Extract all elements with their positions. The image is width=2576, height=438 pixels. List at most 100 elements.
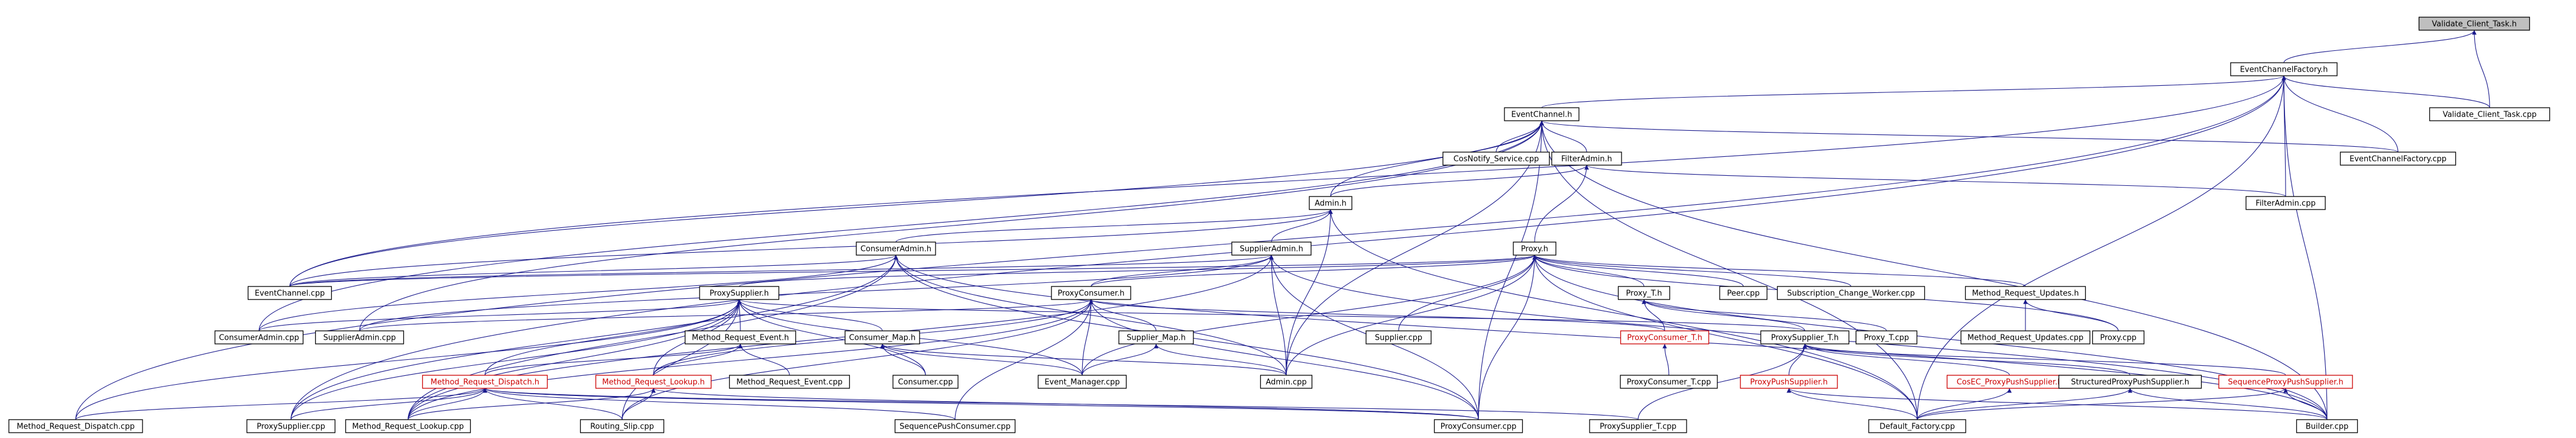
graph-node-mrd-cpp[interactable]: Method_Request_Dispatch.cpp bbox=[8, 419, 143, 433]
node-box[interactable] bbox=[1617, 286, 1671, 300]
node-box[interactable] bbox=[1504, 107, 1580, 121]
node-box[interactable] bbox=[1868, 419, 1966, 433]
graph-node-proxysupplier-t-cpp[interactable]: ProxySupplier_T.cpp bbox=[1589, 419, 1687, 433]
node-box[interactable] bbox=[2429, 107, 2551, 121]
graph-node-consumer-cpp[interactable]: Consumer.cpp bbox=[892, 375, 959, 389]
graph-node-consumermap-h[interactable]: Consumer_Map.h bbox=[844, 330, 920, 344]
node-box[interactable] bbox=[2092, 330, 2145, 344]
node-box[interactable] bbox=[2296, 419, 2358, 433]
graph-node-supplier-cpp[interactable]: Supplier.cpp bbox=[1365, 330, 1432, 344]
node-box[interactable] bbox=[1260, 375, 1313, 389]
node-box[interactable] bbox=[1442, 152, 1550, 166]
node-box[interactable] bbox=[1051, 286, 1131, 300]
node-box[interactable] bbox=[684, 330, 797, 344]
graph-node-proxy-h[interactable]: Proxy.h bbox=[1513, 241, 1556, 256]
node-box[interactable] bbox=[1719, 286, 1768, 300]
node-box[interactable] bbox=[345, 419, 471, 433]
node-box[interactable] bbox=[1855, 330, 1918, 344]
node-box[interactable] bbox=[1620, 330, 1710, 344]
node-box[interactable] bbox=[595, 375, 712, 389]
graph-node-mrd-h[interactable]: Method_Request_Dispatch.h bbox=[422, 375, 548, 389]
graph-node-filteradmin-cpp[interactable]: FilterAdmin.cpp bbox=[2245, 196, 2326, 210]
graph-node-proxysupplier-cpp[interactable]: ProxySupplier.cpp bbox=[246, 419, 336, 433]
graph-node-sequence-h[interactable]: SequenceProxyPushSupplier.h bbox=[2218, 375, 2353, 389]
graph-node-mru-h[interactable]: Method_Request_Updates.h bbox=[1965, 286, 2086, 300]
graph-node-peer-cpp[interactable]: Peer.cpp bbox=[1719, 286, 1768, 300]
graph-node-ecf-cpp[interactable]: EventChannelFactory.cpp bbox=[2339, 152, 2457, 166]
node-box[interactable] bbox=[2218, 375, 2353, 389]
graph-node-ecf-h[interactable]: EventChannelFactory.h bbox=[2230, 62, 2338, 76]
graph-node-eventchannel-cpp[interactable]: EventChannel.cpp bbox=[247, 286, 332, 300]
node-box[interactable] bbox=[1551, 152, 1622, 166]
node-label: Method_Request_Dispatch.cpp bbox=[17, 423, 134, 431]
graph-node-proxy-t-h[interactable]: Proxy_T.h bbox=[1617, 286, 1671, 300]
graph-node-proxypushsupplier-h[interactable]: ProxyPushSupplier.h bbox=[1740, 375, 1838, 389]
graph-node-mru-cpp[interactable]: Method_Request_Updates.cpp bbox=[1960, 330, 2090, 344]
graph-node-admin-cpp[interactable]: Admin.cpp bbox=[1260, 375, 1313, 389]
node-box[interactable] bbox=[1965, 286, 2086, 300]
node-box[interactable] bbox=[1760, 330, 1850, 344]
graph-node-vct-h[interactable]: Validate_Client_Task.h bbox=[2418, 17, 2530, 31]
graph-node-routingslip-cpp[interactable]: Routing_Slip.cpp bbox=[580, 419, 665, 433]
node-box[interactable] bbox=[315, 330, 404, 344]
graph-node-suppliermap-h[interactable]: Supplier_Map.h bbox=[1118, 330, 1194, 344]
graph-node-proxy-t-cpp[interactable]: Proxy_T.cpp bbox=[1855, 330, 1918, 344]
graph-node-ec-h[interactable]: EventChannel.h bbox=[1504, 107, 1580, 121]
node-box[interactable] bbox=[2058, 375, 2202, 389]
node-box[interactable] bbox=[1118, 330, 1194, 344]
node-box[interactable] bbox=[1433, 419, 1523, 433]
graph-node-proxy-cpp[interactable]: Proxy.cpp bbox=[2092, 330, 2145, 344]
graph-node-admin-h[interactable]: Admin.h bbox=[1309, 196, 1352, 210]
graph-node-consumeradmin-cpp[interactable]: ConsumerAdmin.cpp bbox=[214, 330, 304, 344]
node-box[interactable] bbox=[1309, 196, 1352, 210]
node-box[interactable] bbox=[2245, 196, 2326, 210]
node-box[interactable] bbox=[8, 419, 143, 433]
graph-node-supplieradmin-cpp[interactable]: SupplierAdmin.cpp bbox=[315, 330, 404, 344]
graph-node-proxysupplier-h[interactable]: ProxySupplier.h bbox=[699, 286, 779, 300]
node-box[interactable] bbox=[1776, 286, 1925, 300]
graph-node-cosec-h[interactable]: CosEC_ProxyPushSupplier.h bbox=[1946, 375, 2073, 389]
graph-node-proxyconsumer-t-cpp[interactable]: ProxyConsumer_T.cpp bbox=[1620, 375, 1718, 389]
node-box[interactable] bbox=[856, 241, 936, 256]
node-box[interactable] bbox=[1231, 241, 1312, 256]
graph-node-eventmanager-cpp[interactable]: Event_Manager.cpp bbox=[1037, 375, 1127, 389]
graph-node-mrl-cpp[interactable]: Method_Request_Lookup.cpp bbox=[345, 419, 471, 433]
graph-node-structured-h[interactable]: StructuredProxyPushSupplier.h bbox=[2058, 375, 2202, 389]
graph-node-defaultfactory-cpp[interactable]: Default_Factory.cpp bbox=[1868, 419, 1966, 433]
node-box[interactable] bbox=[422, 375, 548, 389]
graph-node-mre-cpp[interactable]: Method_Request_Event.cpp bbox=[729, 375, 850, 389]
node-box[interactable] bbox=[844, 330, 920, 344]
node-box[interactable] bbox=[214, 330, 304, 344]
graph-node-mrl-h[interactable]: Method_Request_Lookup.h bbox=[595, 375, 712, 389]
graph-node-cosnotify[interactable]: CosNotify_Service.cpp bbox=[1442, 152, 1550, 166]
graph-node-filteradmin-h[interactable]: FilterAdmin.h bbox=[1551, 152, 1622, 166]
node-box[interactable] bbox=[2418, 17, 2530, 31]
node-box[interactable] bbox=[1513, 241, 1556, 256]
node-box[interactable] bbox=[1960, 330, 2090, 344]
node-box[interactable] bbox=[892, 375, 959, 389]
node-box[interactable] bbox=[894, 419, 1016, 433]
node-box[interactable] bbox=[699, 286, 779, 300]
node-box[interactable] bbox=[1037, 375, 1127, 389]
graph-node-proxyconsumer-cpp[interactable]: ProxyConsumer.cpp bbox=[1433, 419, 1523, 433]
node-box[interactable] bbox=[2230, 62, 2338, 76]
graph-node-builder-cpp[interactable]: Builder.cpp bbox=[2296, 419, 2358, 433]
graph-node-subchange[interactable]: Subscription_Change_Worker.cpp bbox=[1776, 286, 1925, 300]
node-box[interactable] bbox=[580, 419, 665, 433]
node-box[interactable] bbox=[1740, 375, 1838, 389]
graph-node-seqpushconsumer-cpp[interactable]: SequencePushConsumer.cpp bbox=[894, 419, 1016, 433]
node-box[interactable] bbox=[729, 375, 850, 389]
graph-node-consumeradmin-h[interactable]: ConsumerAdmin.h bbox=[856, 241, 936, 256]
graph-node-vct-cpp[interactable]: Validate_Client_Task.cpp bbox=[2429, 107, 2551, 121]
node-box[interactable] bbox=[1365, 330, 1432, 344]
node-box[interactable] bbox=[1620, 375, 1718, 389]
graph-node-proxyconsumer-t-h[interactable]: ProxyConsumer_T.h bbox=[1620, 330, 1710, 344]
node-box[interactable] bbox=[246, 419, 336, 433]
graph-node-mre-h[interactable]: Method_Request_Event.h bbox=[684, 330, 797, 344]
node-box[interactable] bbox=[2339, 152, 2457, 166]
graph-node-proxysupplier-t-h[interactable]: ProxySupplier_T.h bbox=[1760, 330, 1850, 344]
graph-node-supplieradmin-h[interactable]: SupplierAdmin.h bbox=[1231, 241, 1312, 256]
graph-node-proxyconsumer-h[interactable]: ProxyConsumer.h bbox=[1051, 286, 1131, 300]
node-box[interactable] bbox=[247, 286, 332, 300]
node-box[interactable] bbox=[1589, 419, 1687, 433]
